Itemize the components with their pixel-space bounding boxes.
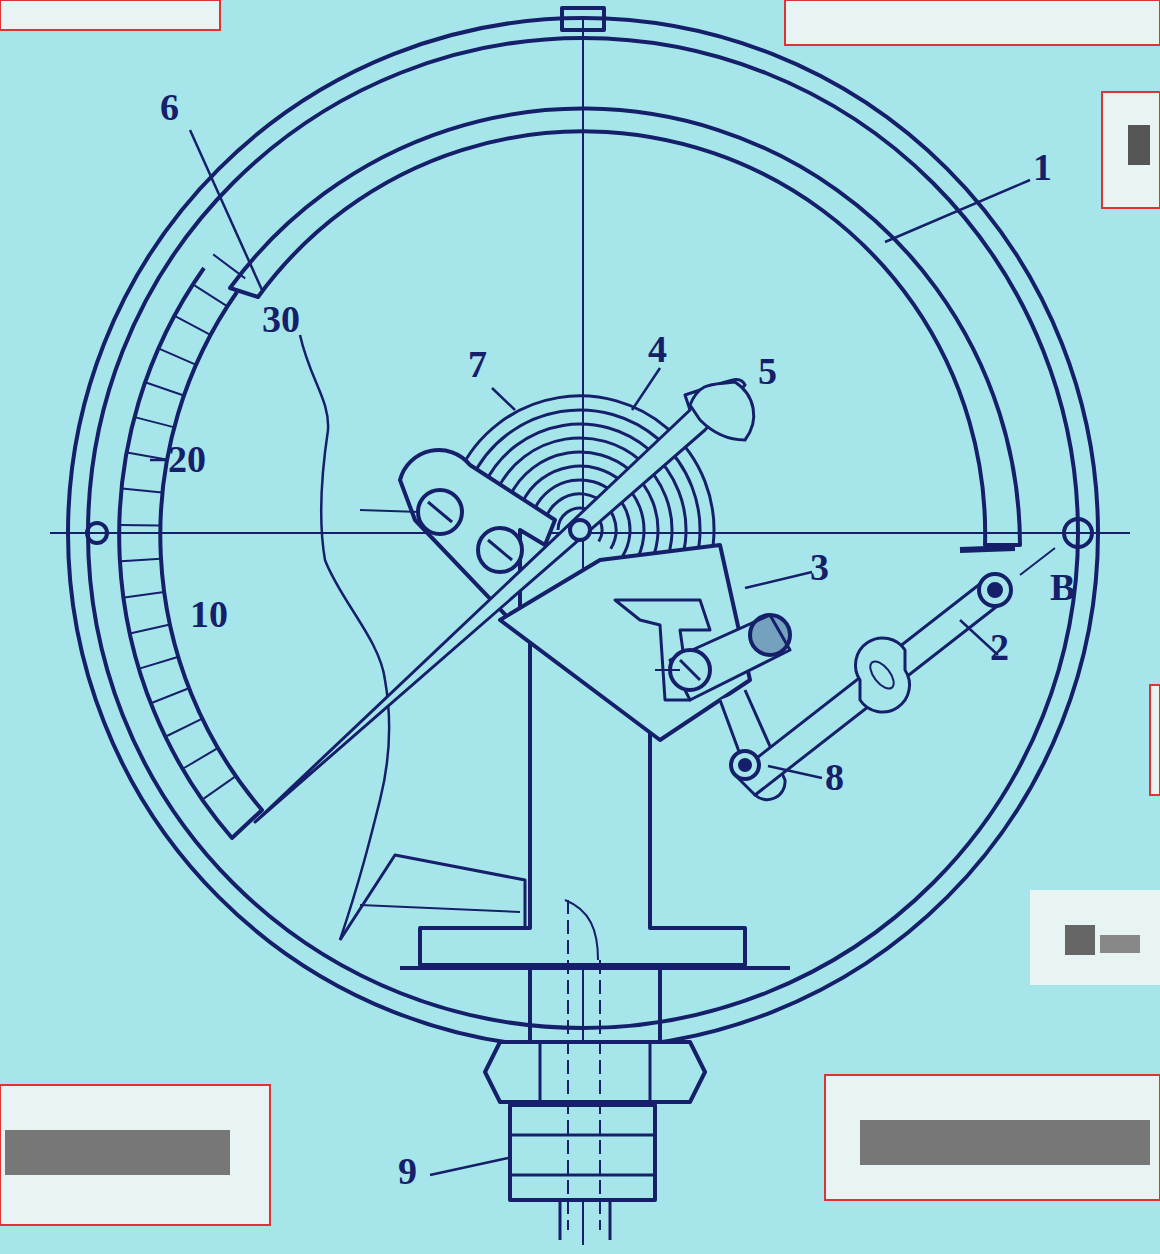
callout-number: 3 — [810, 548, 829, 586]
callout-number: 20 — [168, 440, 206, 478]
scale-tick — [125, 592, 165, 598]
scale-tick — [122, 489, 162, 493]
scale-tick — [121, 559, 161, 562]
callout-number: 4 — [648, 330, 667, 368]
callout-number: 9 — [398, 1152, 417, 1190]
callout-number: B — [1050, 568, 1075, 606]
callout-number: 2 — [990, 628, 1009, 666]
scale-tick — [127, 453, 166, 460]
callout-number: 8 — [825, 758, 844, 796]
redacted-boxes — [0, 0, 1160, 1225]
scale-tick — [213, 254, 245, 278]
scale-tick — [120, 524, 160, 527]
callout-number: 30 — [262, 300, 300, 338]
scale-tick — [145, 382, 183, 395]
scale — [119, 268, 262, 838]
scale-tick — [193, 284, 227, 306]
scale-tick — [152, 688, 189, 703]
scale-tick — [135, 417, 174, 427]
scale-tick — [167, 718, 203, 736]
scale-tick — [204, 776, 237, 799]
callout-number: 6 — [160, 88, 179, 126]
callout-number: 10 — [190, 595, 228, 633]
callout-number: 1 — [1033, 148, 1052, 186]
scale-tick — [184, 748, 218, 768]
scale-tick — [158, 348, 195, 364]
callout-number: 5 — [758, 352, 777, 390]
callout-number: 7 — [468, 345, 487, 383]
scale-tick — [140, 657, 178, 669]
scale-tick — [174, 316, 209, 335]
scale-tick — [131, 625, 170, 634]
